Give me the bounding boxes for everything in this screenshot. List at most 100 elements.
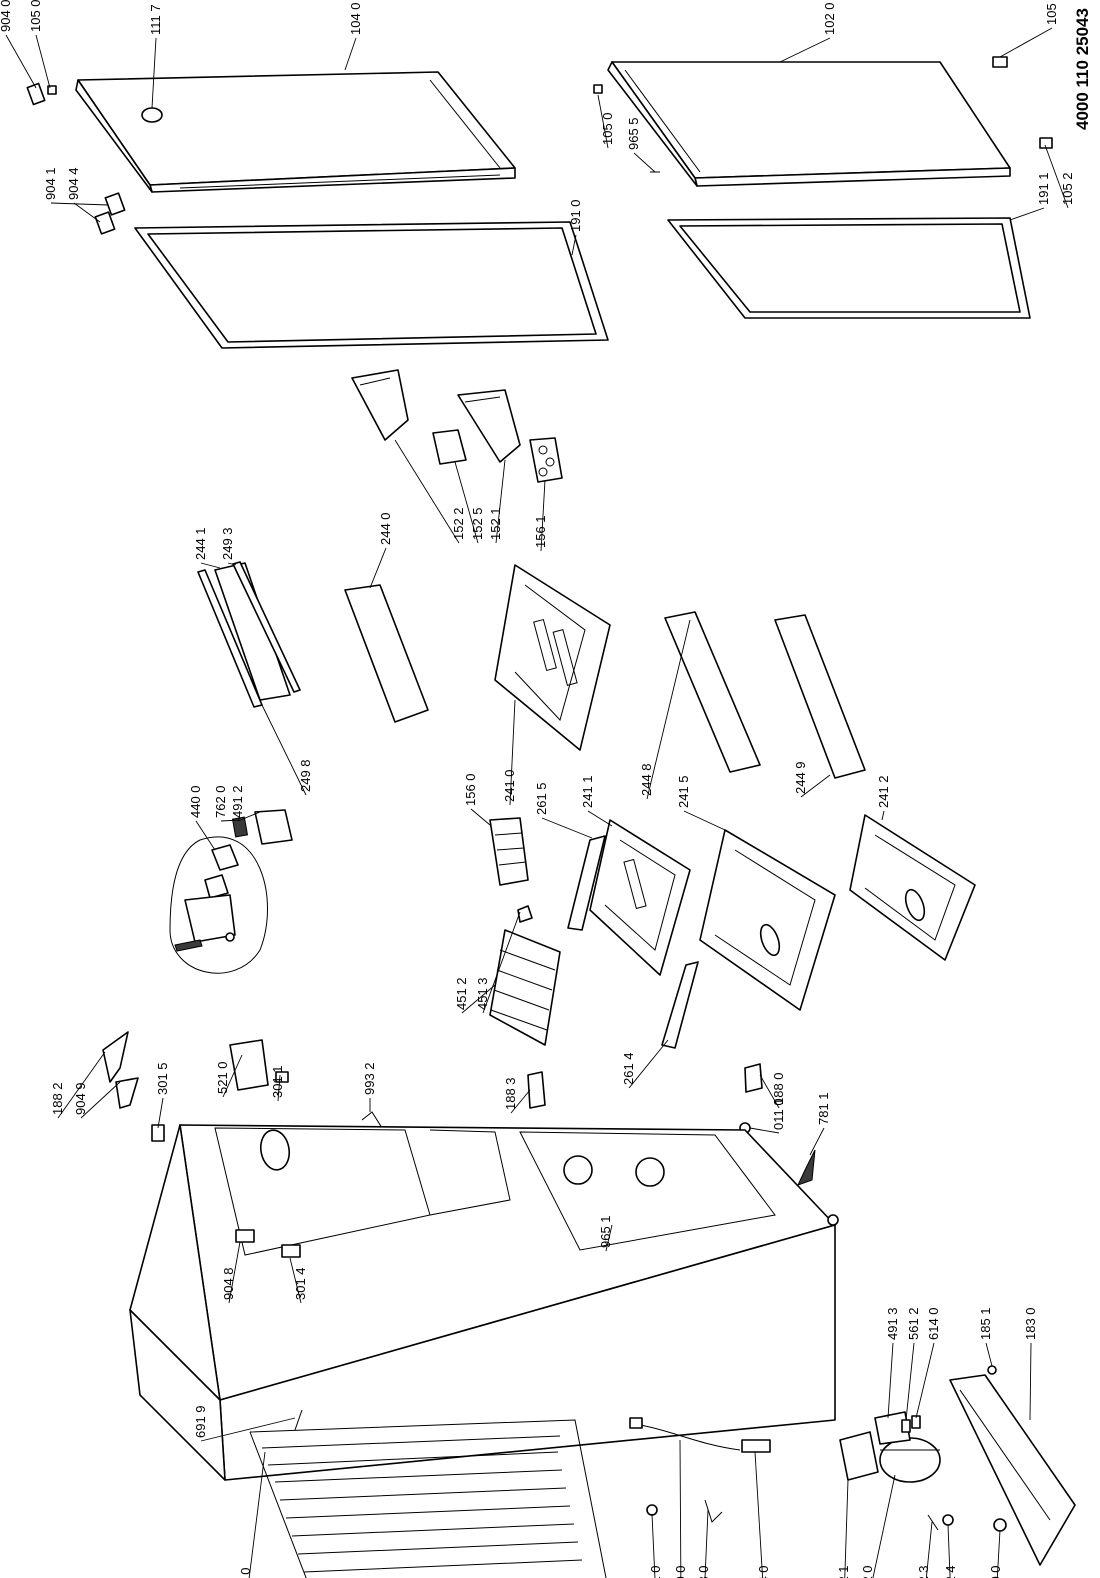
leader-line [749,1127,780,1134]
part-label-490-0: 490 0 [673,1565,688,1578]
fridge-gasket-191-0 [134,221,609,349]
part-label-105-1: 105 1 [1044,0,1059,25]
freezer-gasket-191-1 [667,217,1031,319]
part-label-440-0: 440 0 [188,785,203,818]
leader-line [872,1474,896,1578]
leader-line [509,699,516,806]
small-parts-top [26,56,1053,235]
part-label-156-1: 156 1 [533,515,548,548]
leader-line [925,1521,933,1578]
cover-301-1 [275,1071,289,1083]
leader-line [220,819,241,822]
drier-764-0 [741,1439,771,1453]
glass-shelf-244-9 [774,614,866,779]
leader-line [344,37,357,71]
part-label-691-9: 691 9 [193,1405,208,1438]
pin-402-3 [927,1514,939,1531]
part-label-241-1: 241 1 [580,775,595,808]
leader-line [646,619,691,800]
leader-line [369,547,387,589]
tube-783-0 [704,1499,723,1523]
leader-line [779,37,831,63]
fridge-door-104-0 [75,71,516,193]
part-label-156-0: 156 0 [463,773,478,806]
leader-line [5,34,37,89]
part-label-904-0: 904 0 [0,0,13,32]
duct-904-9 [115,1077,139,1109]
bracket-188-0 [744,1063,763,1093]
leader-line [947,1524,951,1578]
part-label-993-2: 993 2 [362,1062,377,1095]
leader-line [277,1074,281,1102]
leader-line [704,1509,709,1578]
glass-shelf-244-8 [664,611,761,773]
leader-line [482,911,521,1014]
part-label-965-5: 965 5 [626,117,641,150]
part-label-491-2: 491 2 [230,785,245,818]
badge-111-7 [141,107,163,123]
door-balcony-152-2 [351,369,409,441]
door-balcony-152-1 [457,389,521,463]
part-label-781-1: 781 1 [816,1092,831,1125]
rail-261-5 [567,835,606,931]
part-label-451-2: 451 2 [454,977,469,1010]
leader-line [905,1342,915,1421]
part-label-241-0: 241 0 [502,769,517,802]
leader-line [683,810,726,831]
part-label-783-0: 783 0 [696,1565,711,1578]
leader-line [605,1224,613,1252]
leader-line [394,439,460,544]
clip-451-3 [517,905,533,923]
part-label-249-3: 249 3 [220,527,235,560]
leader-line [1044,144,1069,209]
fan-assembly-440-0 [169,836,268,974]
part-label-491-3: 491 3 [885,1307,900,1340]
leader-line [679,1439,682,1578]
part-label-402-0: 402 0 [860,1565,875,1578]
part-label-762-0: 762 0 [213,785,228,818]
part-label-561-2: 561 2 [906,1307,921,1340]
leader-line [541,817,593,839]
part-label-402-4: 402 4 [943,1565,958,1578]
leader-line [73,202,101,223]
leader-line [195,820,216,851]
part-label-111-7: 111 7 [148,4,163,35]
part-label-188-0: 188 0 [771,1072,786,1105]
part-label-420-0: 420 0 [988,1565,1003,1578]
leader-line [261,704,307,796]
part-label-244-1: 244 1 [193,527,208,560]
part-label-965-1: 965 1 [598,1215,613,1248]
leader-line [80,1081,121,1119]
leader-line [228,1241,241,1304]
control-box-491-3 [874,1411,921,1445]
clip-420-0 [993,1518,1007,1532]
part-904-8 [235,1229,255,1243]
freezer-door-102-0 [607,61,1011,187]
part-label-244-9: 244 9 [793,761,808,794]
cabinet-body [129,1124,839,1481]
part-label-904-1: 904 1 [43,167,58,200]
filter-762-0 [231,816,249,838]
pin-993-2 [361,1111,383,1129]
lamp-521-0 [229,1039,269,1091]
flap-152-5 [432,429,467,465]
part-label-244-0: 244 0 [378,512,393,545]
part-label-105-0: 105 0 [600,112,615,145]
base-plate-183-0 [949,1374,1076,1566]
part-label-188-3: 188 3 [503,1077,518,1110]
part-label-244-8: 244 8 [639,763,654,796]
leader-line [237,811,261,822]
leader-line [200,1417,296,1442]
cover-491-2 [254,809,293,845]
part-label-261-4: 261 4 [621,1052,636,1085]
part-label-521-0: 521 0 [215,1061,230,1094]
leader-line [454,461,479,544]
compressor-402-0 [879,1437,941,1483]
leader-line [222,1054,243,1098]
part-label-181-0: 181 0 [648,1565,663,1578]
duct-188-2 [102,1031,129,1083]
part-label-301-5: 301 5 [155,1062,170,1095]
leader-line [540,479,546,552]
